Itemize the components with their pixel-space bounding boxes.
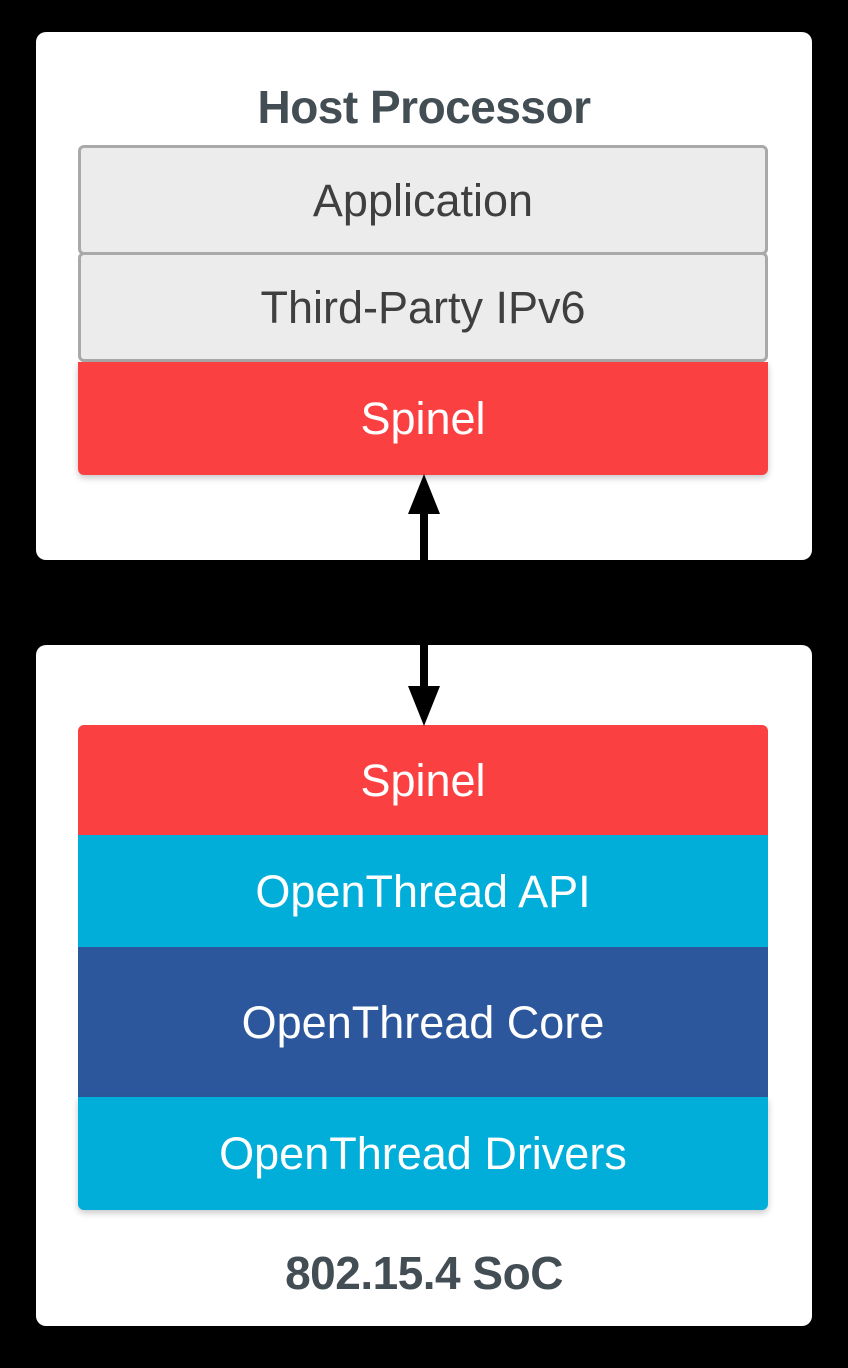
layer-application-label: Application	[312, 174, 534, 226]
layer-application: Application	[78, 145, 768, 255]
host-processor-card: Host Processor Application Third-Party I…	[36, 32, 812, 560]
layer-host-spinel-label: Spinel	[360, 393, 486, 444]
layer-soc-spinel: Spinel	[78, 725, 768, 835]
host-processor-layer-stack: Application Third-Party IPv6 Spinel	[78, 145, 768, 475]
layer-openthread-drivers: OpenThread Drivers	[78, 1097, 768, 1210]
layer-openthread-core: OpenThread Core	[78, 947, 768, 1097]
soc-card: Spinel OpenThread API OpenThread Core Op…	[36, 645, 812, 1326]
layer-openthread-core-label: OpenThread Core	[241, 996, 605, 1048]
layer-third-party-ipv6: Third-Party IPv6	[78, 252, 768, 362]
layer-openthread-drivers-label: OpenThread Drivers	[219, 1128, 627, 1179]
layer-openthread-api: OpenThread API	[78, 835, 768, 947]
layer-third-party-ipv6-label: Third-Party IPv6	[260, 281, 586, 333]
layer-host-spinel: Spinel	[78, 362, 768, 475]
host-processor-title: Host Processor	[257, 81, 591, 133]
layer-openthread-api-label: OpenThread API	[255, 865, 591, 917]
soc-title: 802.15.4 SoC	[285, 1247, 563, 1299]
layer-soc-spinel-label: Spinel	[360, 754, 486, 806]
soc-layer-stack: Spinel OpenThread API OpenThread Core Op…	[78, 725, 768, 1210]
